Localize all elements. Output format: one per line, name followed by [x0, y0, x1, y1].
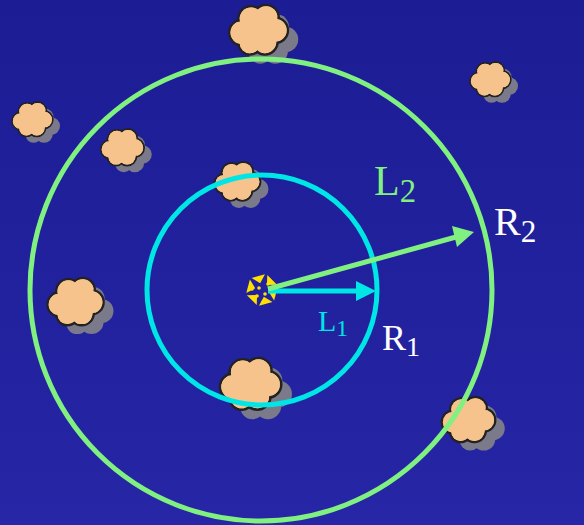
cloud-fill: [480, 69, 501, 90]
cloud-fill: [243, 15, 273, 45]
burst-dot: [263, 292, 267, 296]
cloud-fill: [22, 109, 43, 130]
subscript: 1: [336, 315, 348, 341]
symbol: R: [494, 199, 521, 244]
cloud: [229, 5, 298, 64]
arrow-head: [356, 281, 376, 301]
cloud-fill: [235, 369, 266, 400]
cloud: [470, 62, 518, 103]
subscript: 2: [521, 214, 537, 249]
subscript: 2: [400, 173, 416, 209]
arrow-head: [452, 226, 474, 247]
cloud: [215, 162, 269, 208]
radius-label: R2: [494, 202, 536, 242]
burst-dot: [250, 287, 254, 291]
cloud-fill: [111, 137, 133, 159]
burst-triangle: [252, 274, 265, 283]
cloud: [101, 129, 152, 172]
length-label: L1: [318, 306, 348, 336]
radius-label: R1: [382, 320, 420, 356]
symbol: R: [382, 318, 406, 358]
subscript: 1: [406, 331, 420, 362]
symbol: L: [374, 158, 400, 204]
burst-triangle: [267, 275, 277, 285]
outer-circle: [30, 59, 492, 521]
cloud: [220, 358, 292, 419]
burst-triangle: [259, 297, 272, 306]
burst-dot: [266, 282, 270, 286]
symbol: L: [318, 304, 336, 337]
cloud-group: [12, 5, 518, 451]
burst-dot: [255, 294, 259, 298]
cloud: [12, 102, 60, 143]
length-label: L2: [374, 160, 416, 202]
cloud: [48, 278, 114, 334]
radius-arrow: [268, 289, 360, 294]
burst-dot: [261, 300, 265, 304]
burst-dot: [257, 286, 261, 290]
cloud-fill: [61, 288, 89, 316]
burst-triangle: [246, 280, 255, 293]
inner-circle: [147, 175, 377, 405]
radius-arrow: [268, 237, 456, 289]
